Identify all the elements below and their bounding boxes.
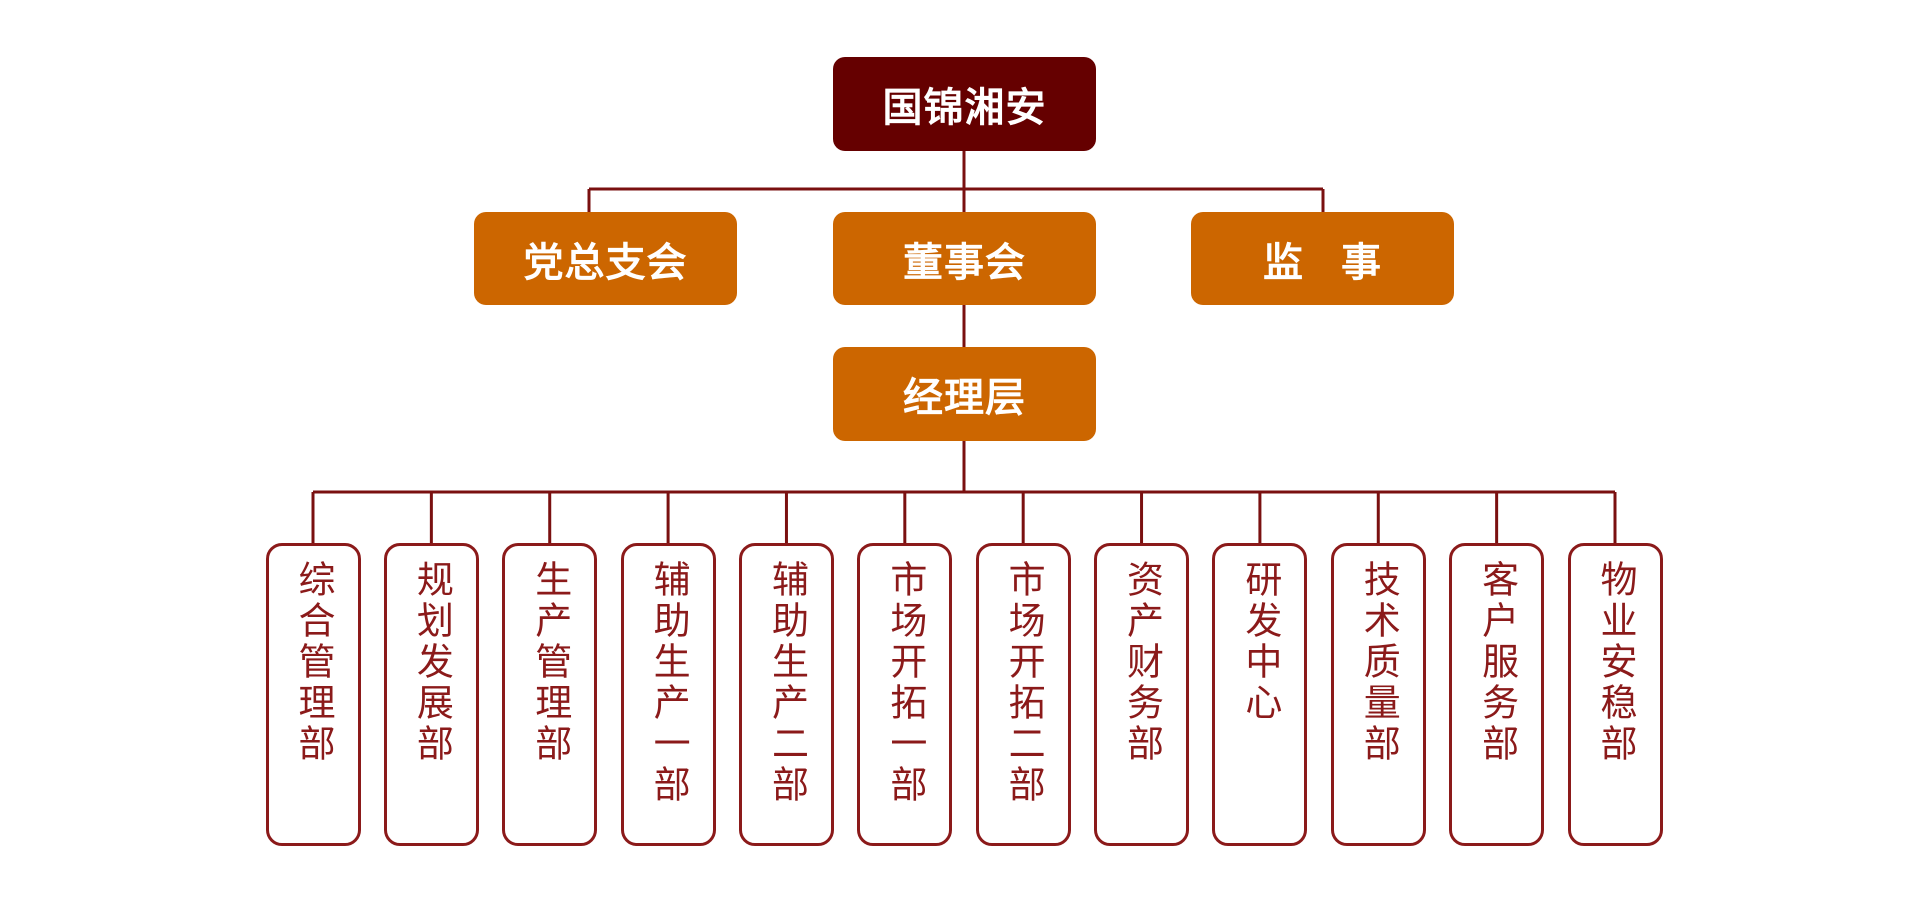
department-label: 综合管理部 xyxy=(292,560,335,765)
supervisor-box: 监 事 xyxy=(1191,212,1454,305)
department-box: 客户服务部 xyxy=(1449,543,1545,846)
department-box: 技术质量部 xyxy=(1330,543,1426,846)
department-label: 生产管理部 xyxy=(528,560,572,765)
department-box: 市场开拓一部 xyxy=(857,543,953,846)
department-label: 技术质量部 xyxy=(1357,560,1401,765)
board-label: 董事会 xyxy=(903,239,1026,286)
root-node-label: 国锦湘安 xyxy=(882,85,1047,131)
board-box: 董事会 xyxy=(833,212,1096,305)
department-box: 研发中心 xyxy=(1212,543,1308,846)
supervisor-label: 监 事 xyxy=(1263,239,1382,286)
department-label: 辅助生产二部 xyxy=(765,560,809,806)
department-box: 辅助生产一部 xyxy=(620,543,716,846)
department-label: 资产财务部 xyxy=(1120,560,1164,765)
department-box: 综合管理部 xyxy=(265,543,361,846)
management-label: 经理层 xyxy=(903,375,1026,421)
department-box: 资产财务部 xyxy=(1094,543,1190,846)
department-box: 辅助生产二部 xyxy=(738,543,834,846)
party-branch-box: 党总支会 xyxy=(474,212,737,305)
party-branch-label: 党总支会 xyxy=(523,239,688,286)
management-box: 经理层 xyxy=(833,347,1096,441)
department-label: 市场开拓一部 xyxy=(883,560,927,806)
department-label: 研发中心 xyxy=(1238,560,1282,724)
department-box: 规划发展部 xyxy=(383,543,479,846)
department-box: 物业安稳部 xyxy=(1567,543,1663,846)
department-label: 市场开拓二部 xyxy=(1002,560,1046,806)
department-label: 辅助生产一部 xyxy=(647,560,691,806)
department-label: 物业安稳部 xyxy=(1594,560,1637,765)
department-label: 规划发展部 xyxy=(410,560,454,765)
root-node-box: 国锦湘安 xyxy=(833,57,1096,151)
department-label: 客户服务部 xyxy=(1475,560,1519,765)
department-box: 生产管理部 xyxy=(502,543,598,846)
department-box: 市场开拓二部 xyxy=(975,543,1071,846)
